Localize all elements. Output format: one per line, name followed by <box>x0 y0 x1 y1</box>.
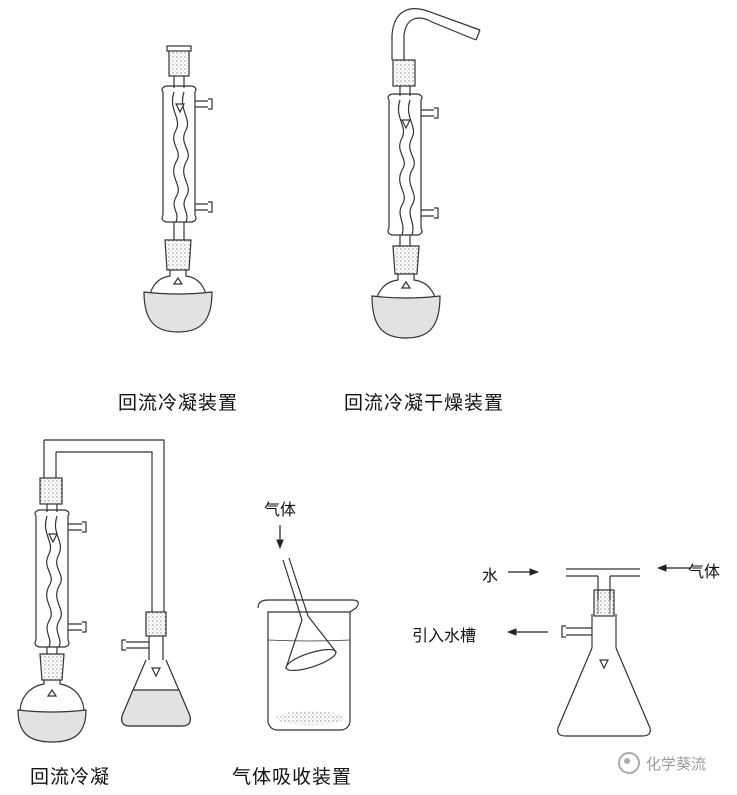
label-gas-beaker: 气体 <box>264 500 297 519</box>
top-drying-plug <box>168 47 190 77</box>
watermark: 化学葵流 <box>618 752 706 774</box>
reflux-condense-apparatus <box>17 439 191 743</box>
bent-tube <box>391 8 481 36</box>
condenser-jacket <box>161 85 197 223</box>
overhead-tube <box>43 440 57 478</box>
label-water: 水 <box>482 566 499 585</box>
beaker <box>267 611 351 731</box>
lower-joint <box>164 239 192 271</box>
suction-flask <box>557 647 651 737</box>
beaker-rim <box>257 599 359 613</box>
label-to-sink: 引入水槽 <box>412 626 477 645</box>
reflux-drying-apparatus <box>371 8 481 339</box>
aspirator-tube <box>566 568 640 577</box>
aspirator-apparatus <box>507 564 690 737</box>
reflux-apparatus <box>143 45 213 333</box>
caption-reflux: 回流冷凝装置 <box>118 392 239 414</box>
label-gas-flask: 气体 <box>688 562 721 581</box>
trap-plug <box>145 611 167 637</box>
gas-absorption-apparatus <box>257 525 359 731</box>
caption-reflux-drying: 回流冷凝干燥装置 <box>344 392 505 414</box>
wechat-icon <box>618 752 640 774</box>
watermark-text: 化学葵流 <box>646 754 707 773</box>
caption-reflux-condense: 回流冷凝 <box>30 766 111 788</box>
drying-plug <box>392 59 416 87</box>
funnel-stem <box>282 559 303 621</box>
caption-gas-absorption: 气体吸收装置 <box>232 766 353 788</box>
